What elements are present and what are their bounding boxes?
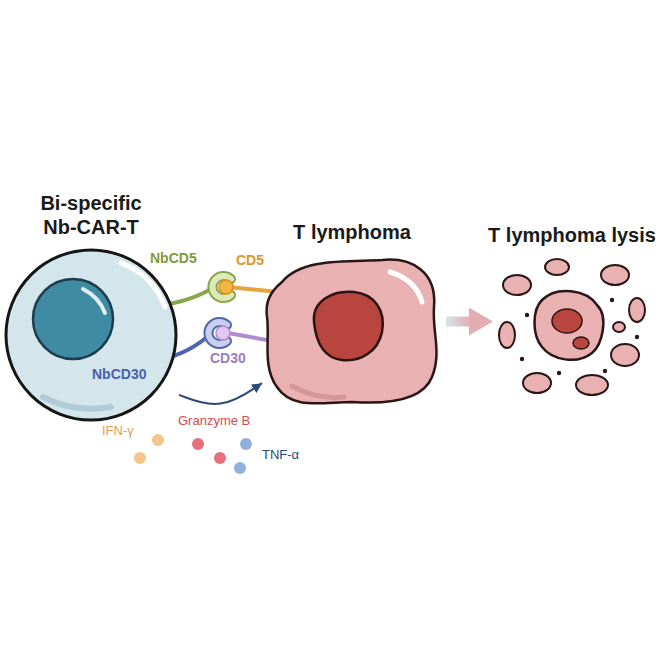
- debris-dot: [557, 371, 561, 375]
- cytokine-dot: [240, 438, 252, 450]
- cell-outline: [497, 255, 647, 400]
- debris-dot: [610, 298, 614, 302]
- debris-dot: [635, 335, 639, 339]
- lysed-cell: T lymphoma lysis: [497, 255, 647, 400]
- cytokine-dot: [152, 434, 164, 446]
- antigen-cd5: [219, 280, 233, 294]
- secretion-arrow: [179, 383, 262, 404]
- cell-fragment: [535, 291, 604, 360]
- cytokine-label: Granzyme B: [178, 414, 250, 429]
- car-t-cell: Bi-specific Nb-CAR-T: [3, 247, 179, 423]
- cytokine-label: IFN-γ: [102, 424, 134, 439]
- t-cell-body: [6, 250, 176, 420]
- cytokine-dot: [214, 452, 226, 464]
- cell-fragment: [523, 373, 551, 393]
- debris-dot: [603, 369, 607, 373]
- cell-fragment: [611, 344, 639, 366]
- cytokine-dot: [192, 438, 204, 450]
- nucleus-fragment: [552, 309, 582, 333]
- lymphoma-cell: T lymphoma: [262, 252, 442, 412]
- cell-shadow: [292, 386, 344, 398]
- cytokine-dot: [134, 452, 146, 464]
- nucleus-highlight: [83, 289, 105, 313]
- cell-fragment: [629, 298, 645, 322]
- cell-highlight: [390, 272, 422, 302]
- cell-fragment: [601, 265, 629, 285]
- cell-fragment: [613, 322, 625, 332]
- antigen-cd30: [216, 326, 230, 340]
- cell-heading: Bi-specific Nb-CAR-T: [21, 191, 161, 239]
- cell-outline: [262, 252, 442, 412]
- cell-outline: [3, 247, 179, 423]
- cell-fragment: [545, 259, 569, 275]
- cytokine-label: TNF-α: [262, 448, 299, 463]
- cell-heading: T lymphoma lysis: [488, 223, 656, 247]
- lymphoma-nucleus: [314, 292, 383, 361]
- debris-dot: [525, 313, 529, 317]
- cytokine-dot: [234, 462, 246, 474]
- nucleus-fragment: [573, 337, 589, 349]
- cell-fragment: [503, 275, 531, 295]
- t-cell-nucleus: [33, 279, 113, 359]
- cell-fragment: [576, 375, 608, 395]
- antigen-stem: [228, 287, 278, 292]
- antigen-label: CD5: [236, 252, 264, 268]
- lysis-arrow: [446, 317, 471, 327]
- cell-fragment: [499, 322, 515, 348]
- cell-heading: T lymphoma: [293, 220, 411, 244]
- antigen-label: CD30: [210, 350, 246, 366]
- antibody-label: NbCD5: [150, 250, 197, 266]
- lymphoma-body: [267, 260, 437, 404]
- cell-shadow: [43, 397, 111, 409]
- cell-highlight: [121, 263, 165, 307]
- debris-dot: [520, 357, 524, 361]
